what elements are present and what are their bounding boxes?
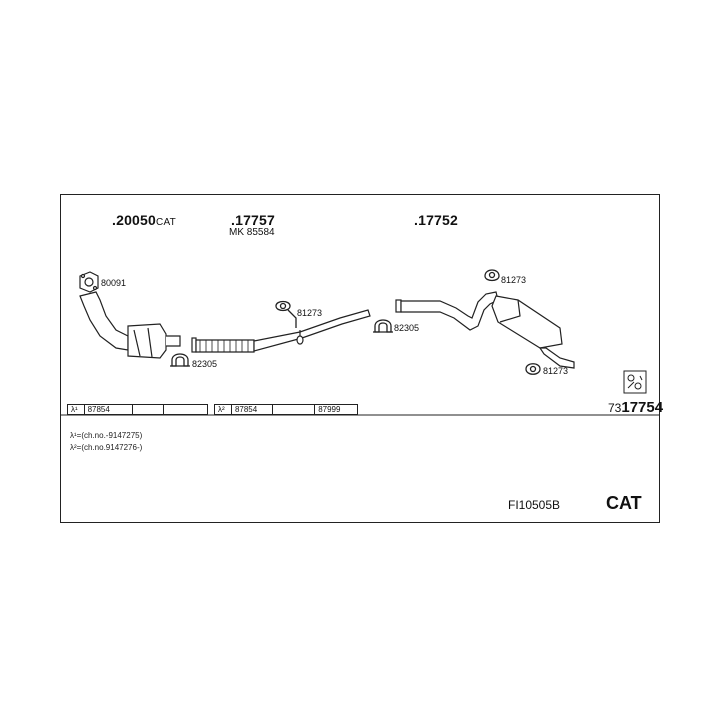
- lambda2-cell: 87854: [230, 404, 273, 415]
- hanger-81273-a: [275, 300, 297, 328]
- part-label-81273-c: 81273: [543, 366, 569, 376]
- reference-code: FI10505B: [508, 498, 561, 512]
- flange-gasket-80091: [79, 271, 99, 293]
- clamp-82305-a: [170, 353, 190, 367]
- lambda1-cell: [132, 404, 165, 415]
- hanger-81273-b: [484, 269, 500, 282]
- lambda2-cell: 87999: [314, 404, 358, 415]
- rear-silencer-17752: [395, 291, 575, 369]
- part-label-82305-a: 82305: [192, 359, 218, 369]
- ref-table-lambda1: λ¹ 87854: [67, 404, 208, 415]
- note-lambda1: λ¹=(ch.no.-9147275): [70, 431, 143, 440]
- cat-badge: CAT: [606, 493, 642, 513]
- lambda2-cell: [271, 404, 316, 415]
- diagram-frame: [60, 194, 660, 523]
- part-label-20050: .20050CAT: [112, 212, 176, 228]
- catalytic-converter-20050: [79, 291, 181, 359]
- front-pipe-17757: [191, 309, 371, 353]
- note-lambda2: λ²=(ch.no.9147276-): [70, 443, 143, 452]
- part-label-mk: MK 85584: [229, 227, 275, 238]
- part-label-80091: 80091: [101, 278, 127, 288]
- hanger-81273-c: [525, 363, 541, 375]
- clamp-82305-b: [373, 319, 393, 333]
- lambda1-cell: 87854: [83, 404, 134, 415]
- lambda1-label: λ¹: [67, 404, 85, 415]
- lambda2-label: λ²: [214, 404, 232, 415]
- assembly-main: 17754: [621, 399, 664, 416]
- ref-table-lambda2: λ² 87854 87999: [214, 404, 358, 415]
- part-label-81273-b: 81273: [501, 275, 527, 285]
- part-label-17757: .17757: [231, 212, 276, 228]
- part-label-17752: .17752: [414, 212, 459, 228]
- lambda1-cell: [163, 404, 208, 415]
- kit-icon: [623, 370, 647, 394]
- part-label-81273-a: 81273: [297, 308, 323, 318]
- part-suffix-cat: CAT: [156, 217, 176, 228]
- assembly-prefix: 73: [608, 401, 622, 415]
- part-label-82305-b: 82305: [394, 323, 420, 333]
- assembly-number: 7317754: [608, 400, 663, 416]
